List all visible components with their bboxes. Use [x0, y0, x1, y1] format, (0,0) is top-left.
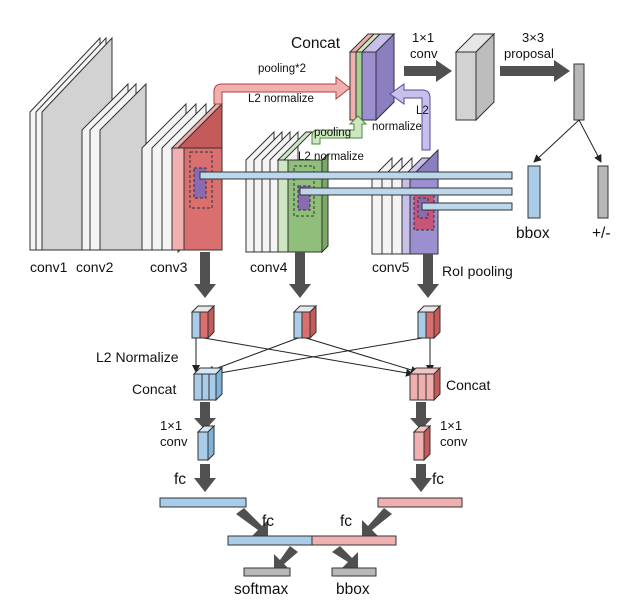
bbox-bottom-output-bar — [331, 567, 377, 577]
fc-left-merge-arrow — [236, 508, 268, 536]
conv-to-proposal-arrow — [500, 60, 570, 82]
roi-pooled-conv3 — [190, 304, 216, 340]
conv4-roi-arrow — [289, 252, 311, 298]
fc-bottom-right-bar — [311, 535, 397, 546]
softmax-label: softmax — [234, 581, 289, 598]
concat-left-conv-arrow — [194, 402, 216, 430]
pooling2-label: pooling*2 — [258, 63, 306, 75]
conv5-block — [371, 148, 439, 255]
conv5-l2-arrow — [389, 83, 431, 151]
conv3-roi-arrow — [194, 252, 216, 298]
concat-right-block — [408, 366, 442, 402]
conv1x1-left-label-2: conv — [160, 434, 188, 449]
conv1x1-top-label-2: conv — [410, 46, 438, 61]
l2-normalize-b-label: L2 normalize — [298, 151, 364, 163]
proposal-split-line-right — [578, 119, 602, 163]
fc-bottom-left-bar — [227, 535, 313, 546]
softmax-arrow — [274, 546, 298, 570]
conv4-label: conv4 — [250, 259, 288, 275]
conv-left-fc-arrow — [194, 464, 216, 492]
concat-left-block — [192, 366, 224, 402]
roi-pooled-conv5 — [416, 304, 442, 340]
plus-minus-label: +/- — [592, 225, 611, 242]
cross-connection-lines — [192, 337, 434, 377]
fc-right-merge-arrow — [362, 508, 392, 536]
fc-bottom-left-label: fc — [262, 513, 274, 530]
conv-right-fc-arrow — [410, 464, 432, 492]
concat-top-block — [348, 32, 396, 122]
pooling-label: pooling — [314, 127, 351, 139]
conv1x1-right-label-2: conv — [440, 434, 468, 449]
conv1x1-right-block — [412, 424, 432, 462]
proposal-label-2: proposal — [504, 46, 554, 61]
proposal-label-1: 3×3 — [522, 30, 544, 45]
proposal-bar — [573, 63, 585, 121]
bbox-bottom-arrow — [332, 546, 358, 568]
conv4-block — [245, 130, 329, 254]
conv5-roi-arrow — [417, 254, 439, 298]
roi-pooled-conv4 — [292, 304, 318, 340]
conv1x1-left-label-1: 1×1 — [160, 418, 182, 433]
conv1x1-right-label-1: 1×1 — [440, 418, 462, 433]
bbox-output-bar — [527, 165, 541, 219]
conv2-block — [81, 82, 147, 251]
conv1-label: conv1 — [30, 259, 68, 275]
roi-projection-bars — [199, 171, 513, 211]
l2-right-label-1: L2 — [416, 105, 429, 117]
bbox-bottom-label: bbox — [336, 581, 370, 598]
fc-right-bar — [377, 497, 463, 508]
conv3-block — [141, 102, 224, 254]
concat-right-label: Concat — [446, 377, 490, 393]
fc-right-label: fc — [432, 471, 444, 488]
conv3-pooling-arrow — [213, 75, 351, 105]
conv4-pooling-arrow — [311, 115, 368, 145]
l2-normalize-a-label: L2 normalize — [248, 93, 314, 105]
fc-left-bar — [159, 497, 247, 508]
concat-right-conv-arrow — [410, 402, 432, 430]
concat-to-conv-arrow — [404, 60, 452, 82]
conv1x1-top-label-1: 1×1 — [412, 30, 434, 45]
conv3-label: conv3 — [150, 259, 188, 275]
bbox-right-label: bbox — [516, 225, 550, 242]
conv1x1-left-block — [196, 424, 216, 462]
fc-bottom-right-label: fc — [340, 513, 352, 530]
roi-pooling-label: RoI pooling — [442, 263, 513, 279]
conv2-label: conv2 — [76, 259, 114, 275]
concat-left-label: Concat — [132, 381, 176, 397]
concat-top-label: Concat — [291, 35, 341, 52]
conv1x1-top-block — [454, 32, 496, 122]
proposal-split-line-left — [533, 119, 580, 163]
conv5-label: conv5 — [372, 259, 410, 275]
plusminus-output-bar — [597, 165, 609, 219]
l2-right-label-2: normalize — [372, 121, 422, 133]
fc-left-label: fc — [174, 471, 186, 488]
softmax-output-bar — [243, 567, 291, 577]
l2-normalize-mid-label: L2 Normalize — [96, 349, 179, 365]
